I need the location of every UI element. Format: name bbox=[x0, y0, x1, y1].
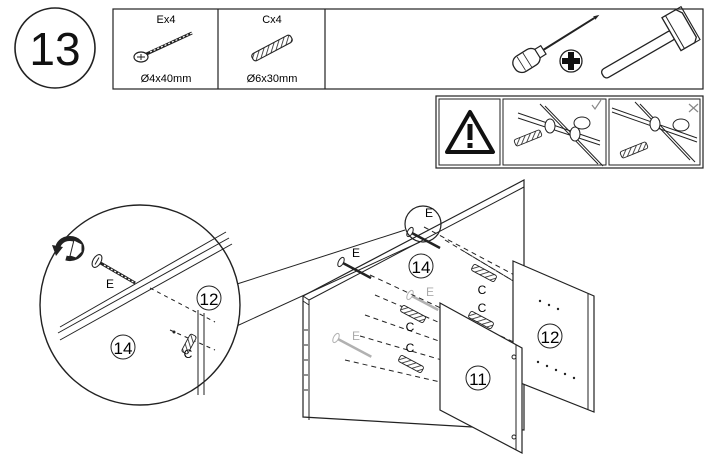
part-letter: E bbox=[352, 246, 360, 260]
incorrect-dowel-example bbox=[611, 101, 699, 163]
parts-box: Ex4 Ø4x40mm Cx4 Ø6x30mm bbox=[112, 5, 704, 90]
warning-icon bbox=[445, 110, 495, 154]
panel-label-14: 14 bbox=[408, 253, 434, 279]
part-letter: C bbox=[406, 341, 415, 355]
panel-label-11: 11 bbox=[465, 365, 491, 391]
svg-text:12: 12 bbox=[200, 290, 219, 309]
part-letter: C bbox=[478, 301, 487, 315]
svg-text:14: 14 bbox=[412, 258, 431, 277]
rotate-clockwise-icon bbox=[52, 236, 85, 261]
step-number: 13 bbox=[29, 23, 80, 75]
part-letter: C bbox=[406, 320, 415, 334]
part-letter: C bbox=[478, 283, 487, 297]
dowel-parts bbox=[398, 264, 497, 373]
detail-view: E C 12 14 bbox=[39, 204, 241, 406]
part-letter: E bbox=[425, 206, 433, 220]
part-letter: C bbox=[184, 347, 193, 361]
assembly-diagram: 14 12 11 E E E E C C C C bbox=[302, 179, 595, 454]
svg-text:11: 11 bbox=[469, 370, 487, 389]
part-letter: E bbox=[106, 277, 114, 291]
part-c-label: Cx4 bbox=[262, 14, 282, 26]
hammer-icon bbox=[601, 5, 701, 79]
check-icon bbox=[591, 99, 602, 111]
step-number-badge: 13 bbox=[14, 7, 96, 89]
cross-icon bbox=[688, 103, 699, 113]
screw-parts bbox=[332, 226, 441, 358]
phillips-head-icon bbox=[559, 49, 583, 73]
part-e-size: Ø4x40mm bbox=[141, 73, 192, 85]
warning-box bbox=[435, 95, 704, 169]
screwdriver-icon bbox=[512, 14, 600, 74]
detail-panel-label-14: 14 bbox=[110, 334, 136, 360]
zoom-connector bbox=[227, 229, 421, 331]
dowel-icon bbox=[251, 34, 293, 62]
part-letter: E bbox=[352, 329, 360, 343]
svg-text:14: 14 bbox=[114, 339, 133, 358]
part-c-size: Ø6x30mm bbox=[247, 73, 298, 85]
screw-icon bbox=[133, 31, 193, 63]
panel-label-12: 12 bbox=[537, 323, 563, 349]
part-e-label: Ex4 bbox=[157, 14, 176, 26]
part-letter: E bbox=[426, 285, 434, 299]
correct-dowel-example bbox=[513, 99, 604, 167]
detail-panel-label-12: 12 bbox=[196, 285, 222, 311]
screw-detail bbox=[91, 254, 136, 285]
zoom-target-circle bbox=[404, 205, 442, 243]
svg-text:12: 12 bbox=[541, 328, 560, 347]
